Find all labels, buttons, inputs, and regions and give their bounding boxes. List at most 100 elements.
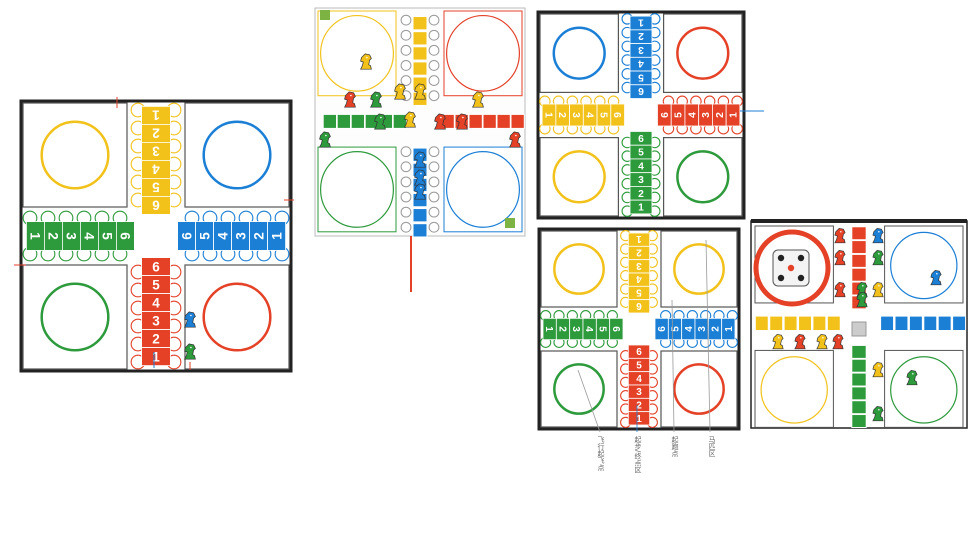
track-cell xyxy=(428,90,440,102)
android-icon xyxy=(505,218,515,228)
horse-eye xyxy=(420,172,422,175)
horse-body xyxy=(456,113,468,130)
home-circle-red xyxy=(676,26,730,80)
home-area-red xyxy=(443,10,523,97)
lane-cell-blue xyxy=(894,315,909,331)
track-cell xyxy=(428,14,440,26)
horse-body xyxy=(414,151,426,168)
lane-cell-green xyxy=(392,113,408,129)
home-area-blue xyxy=(539,13,620,94)
annotation-horse-zone: 马匹区 xyxy=(708,436,716,457)
lane-number-green: 4 xyxy=(583,326,594,332)
track-cell xyxy=(428,44,440,56)
horse-body xyxy=(184,311,196,328)
lane-cell-green xyxy=(116,221,135,251)
lane-number-yellow: 2 xyxy=(556,112,567,118)
home-circle-red xyxy=(673,363,725,415)
track-cell xyxy=(428,75,440,86)
lane-number-red: 1 xyxy=(729,112,740,118)
lane-number-yellow: 6 xyxy=(636,300,642,311)
lane-number-green: 5 xyxy=(100,232,115,240)
annotation-leader xyxy=(705,239,711,433)
home-circle-blue xyxy=(446,151,521,228)
lane-number-green: 3 xyxy=(638,175,644,186)
lane-cell-blue xyxy=(880,315,895,331)
dice-pip xyxy=(777,274,785,282)
horse-eye xyxy=(822,336,824,339)
lane-number-yellow: 6 xyxy=(152,198,160,213)
horse-body xyxy=(434,113,446,130)
lane-number-green: 1 xyxy=(638,203,644,214)
dice-pip xyxy=(787,264,795,272)
horse-body xyxy=(872,405,884,422)
horse-piece-icon xyxy=(374,113,386,130)
horse-piece-icon xyxy=(856,291,868,308)
lane-cell-yellow xyxy=(610,103,625,127)
lane-number-green: 2 xyxy=(46,232,61,240)
horse-body xyxy=(509,131,521,148)
horse-eye xyxy=(478,94,480,97)
home-area-blue xyxy=(884,225,964,304)
horse-piece-icon xyxy=(414,169,426,186)
track-cell xyxy=(400,191,412,203)
home-area-green xyxy=(662,137,743,217)
lane-cell-yellow xyxy=(412,61,428,76)
lane-cell-green xyxy=(336,113,352,129)
lane-cell-yellow xyxy=(783,315,798,331)
lane-number-blue: 2 xyxy=(251,232,266,240)
lane-cell-green xyxy=(322,113,338,129)
lane-number-red: 5 xyxy=(152,277,160,292)
lane-number-blue: 5 xyxy=(671,326,682,332)
lane-number-blue: 1 xyxy=(638,16,644,27)
horse-piece-icon xyxy=(404,111,416,128)
lane-cell-yellow xyxy=(627,299,651,314)
horse-body xyxy=(404,111,416,128)
android-icon xyxy=(320,10,330,20)
horse-piece-icon xyxy=(872,249,884,266)
lane-number-yellow: 3 xyxy=(152,144,160,159)
horse-piece-icon xyxy=(434,113,446,130)
horse-eye xyxy=(878,252,880,255)
home-area-blue xyxy=(443,146,523,233)
horse-eye xyxy=(878,408,880,411)
horse-body xyxy=(414,169,426,186)
horse-piece-icon xyxy=(414,83,426,100)
lane-cell-yellow xyxy=(826,315,841,331)
horse-body xyxy=(872,361,884,378)
lane-number-red: 6 xyxy=(660,112,671,118)
lane-cell-blue xyxy=(937,315,952,331)
horse-body xyxy=(834,249,846,266)
horse-eye xyxy=(350,94,352,97)
home-area-green xyxy=(317,146,397,233)
lane-cell-green xyxy=(851,414,867,428)
horse-eye xyxy=(800,336,802,339)
lane-number-green: 3 xyxy=(64,232,79,240)
horse-piece-icon xyxy=(184,343,196,360)
lane-number-blue: 1 xyxy=(724,326,735,332)
lane-cell-green xyxy=(851,358,867,373)
lane-cell-red xyxy=(141,347,171,367)
home-area-red xyxy=(184,264,290,370)
horse-body xyxy=(344,91,356,108)
horse-body xyxy=(772,333,784,350)
horse-body xyxy=(906,369,918,386)
lane-number-red: 5 xyxy=(674,112,685,118)
lane-number-red: 4 xyxy=(687,112,698,118)
home-circle-yellow xyxy=(320,14,395,92)
horse-piece-icon xyxy=(414,151,426,168)
lane-number-yellow: 1 xyxy=(152,108,160,123)
lane-number-yellow: 4 xyxy=(584,112,595,118)
horse-body xyxy=(872,227,884,244)
horse-body xyxy=(872,281,884,298)
horse-piece-icon xyxy=(872,405,884,422)
horse-body xyxy=(414,83,426,100)
horse-piece-icon xyxy=(414,183,426,200)
horse-eye xyxy=(840,230,842,233)
horse-piece-icon xyxy=(832,333,844,350)
home-circle-green xyxy=(676,150,730,204)
lane-number-green: 4 xyxy=(638,161,644,172)
trophy-icon xyxy=(851,321,867,337)
lane-cell-red xyxy=(510,113,525,129)
